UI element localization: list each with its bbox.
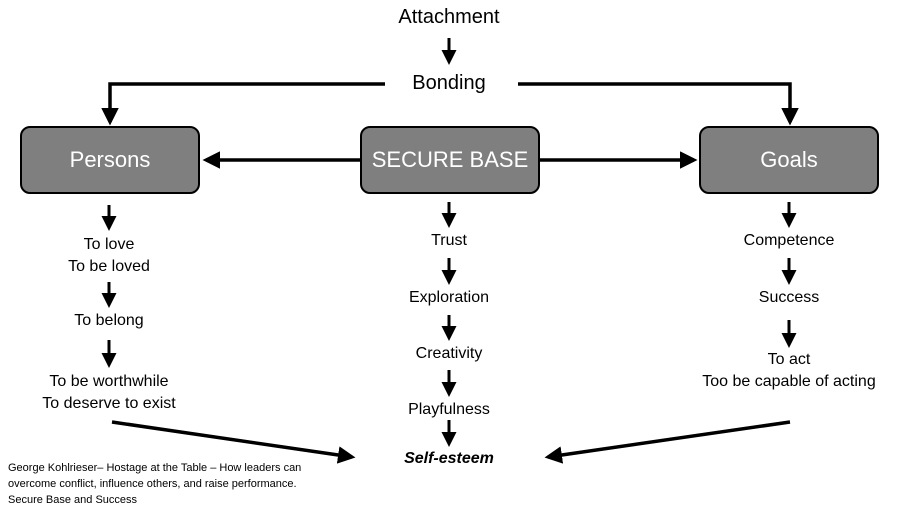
persons-step-3-line-2: To deserve to exist (42, 395, 176, 412)
persons-step-1-line-1: To love (83, 236, 135, 253)
persons-step-2: To belong (74, 312, 144, 329)
citation-line-1: George Kohlrieser– Hostage at the Table … (8, 462, 302, 474)
citation-line-3: Secure Base and Success (8, 494, 138, 506)
citation: George Kohlrieser– Hostage at the Table … (8, 460, 301, 508)
persons-step-3-line-1: To be worthwhile (49, 373, 169, 390)
persons-step-3: To be worthwhile To deserve to exist (9, 371, 209, 415)
goals-box: Goals (699, 126, 879, 194)
secure-base-step-2: Exploration (408, 289, 490, 306)
arrow-bonding-persons (101, 82, 385, 126)
goals-box-label: Goals (760, 147, 818, 172)
goals-step-3-line-2: Too be capable of acting (702, 373, 876, 390)
goals-step-2: Success (758, 289, 820, 306)
goals-step-1: Competence (743, 232, 835, 249)
secure-base-box: SECURE BASE (360, 126, 540, 194)
arrow-goals-selfesteem (544, 420, 791, 464)
persons-box-label: Persons (69, 147, 151, 172)
persons-step-1-line-2: To be loved (68, 258, 150, 275)
self-esteem-label: Self-esteem (404, 450, 494, 467)
secure-base-step-4: Playfulness (408, 401, 490, 418)
arrow-bonding-goals (518, 82, 799, 126)
citation-line-2: overcome conflict, influence others, and… (8, 478, 297, 490)
arrow-persons-selfesteem (111, 420, 356, 464)
persons-box: Persons (20, 126, 200, 194)
secure-base-step-1: Trust (431, 232, 467, 249)
bonding-label: Bonding (412, 72, 486, 94)
goals-step-3-line-1: To act (767, 351, 811, 368)
persons-step-1: To love To be loved (9, 234, 209, 278)
secure-base-step-3: Creativity (415, 345, 483, 362)
goals-step-3: To act Too be capable of acting (679, 349, 899, 393)
secure-base-box-label: SECURE BASE (371, 147, 529, 172)
attachment-label: Attachment (398, 6, 500, 28)
